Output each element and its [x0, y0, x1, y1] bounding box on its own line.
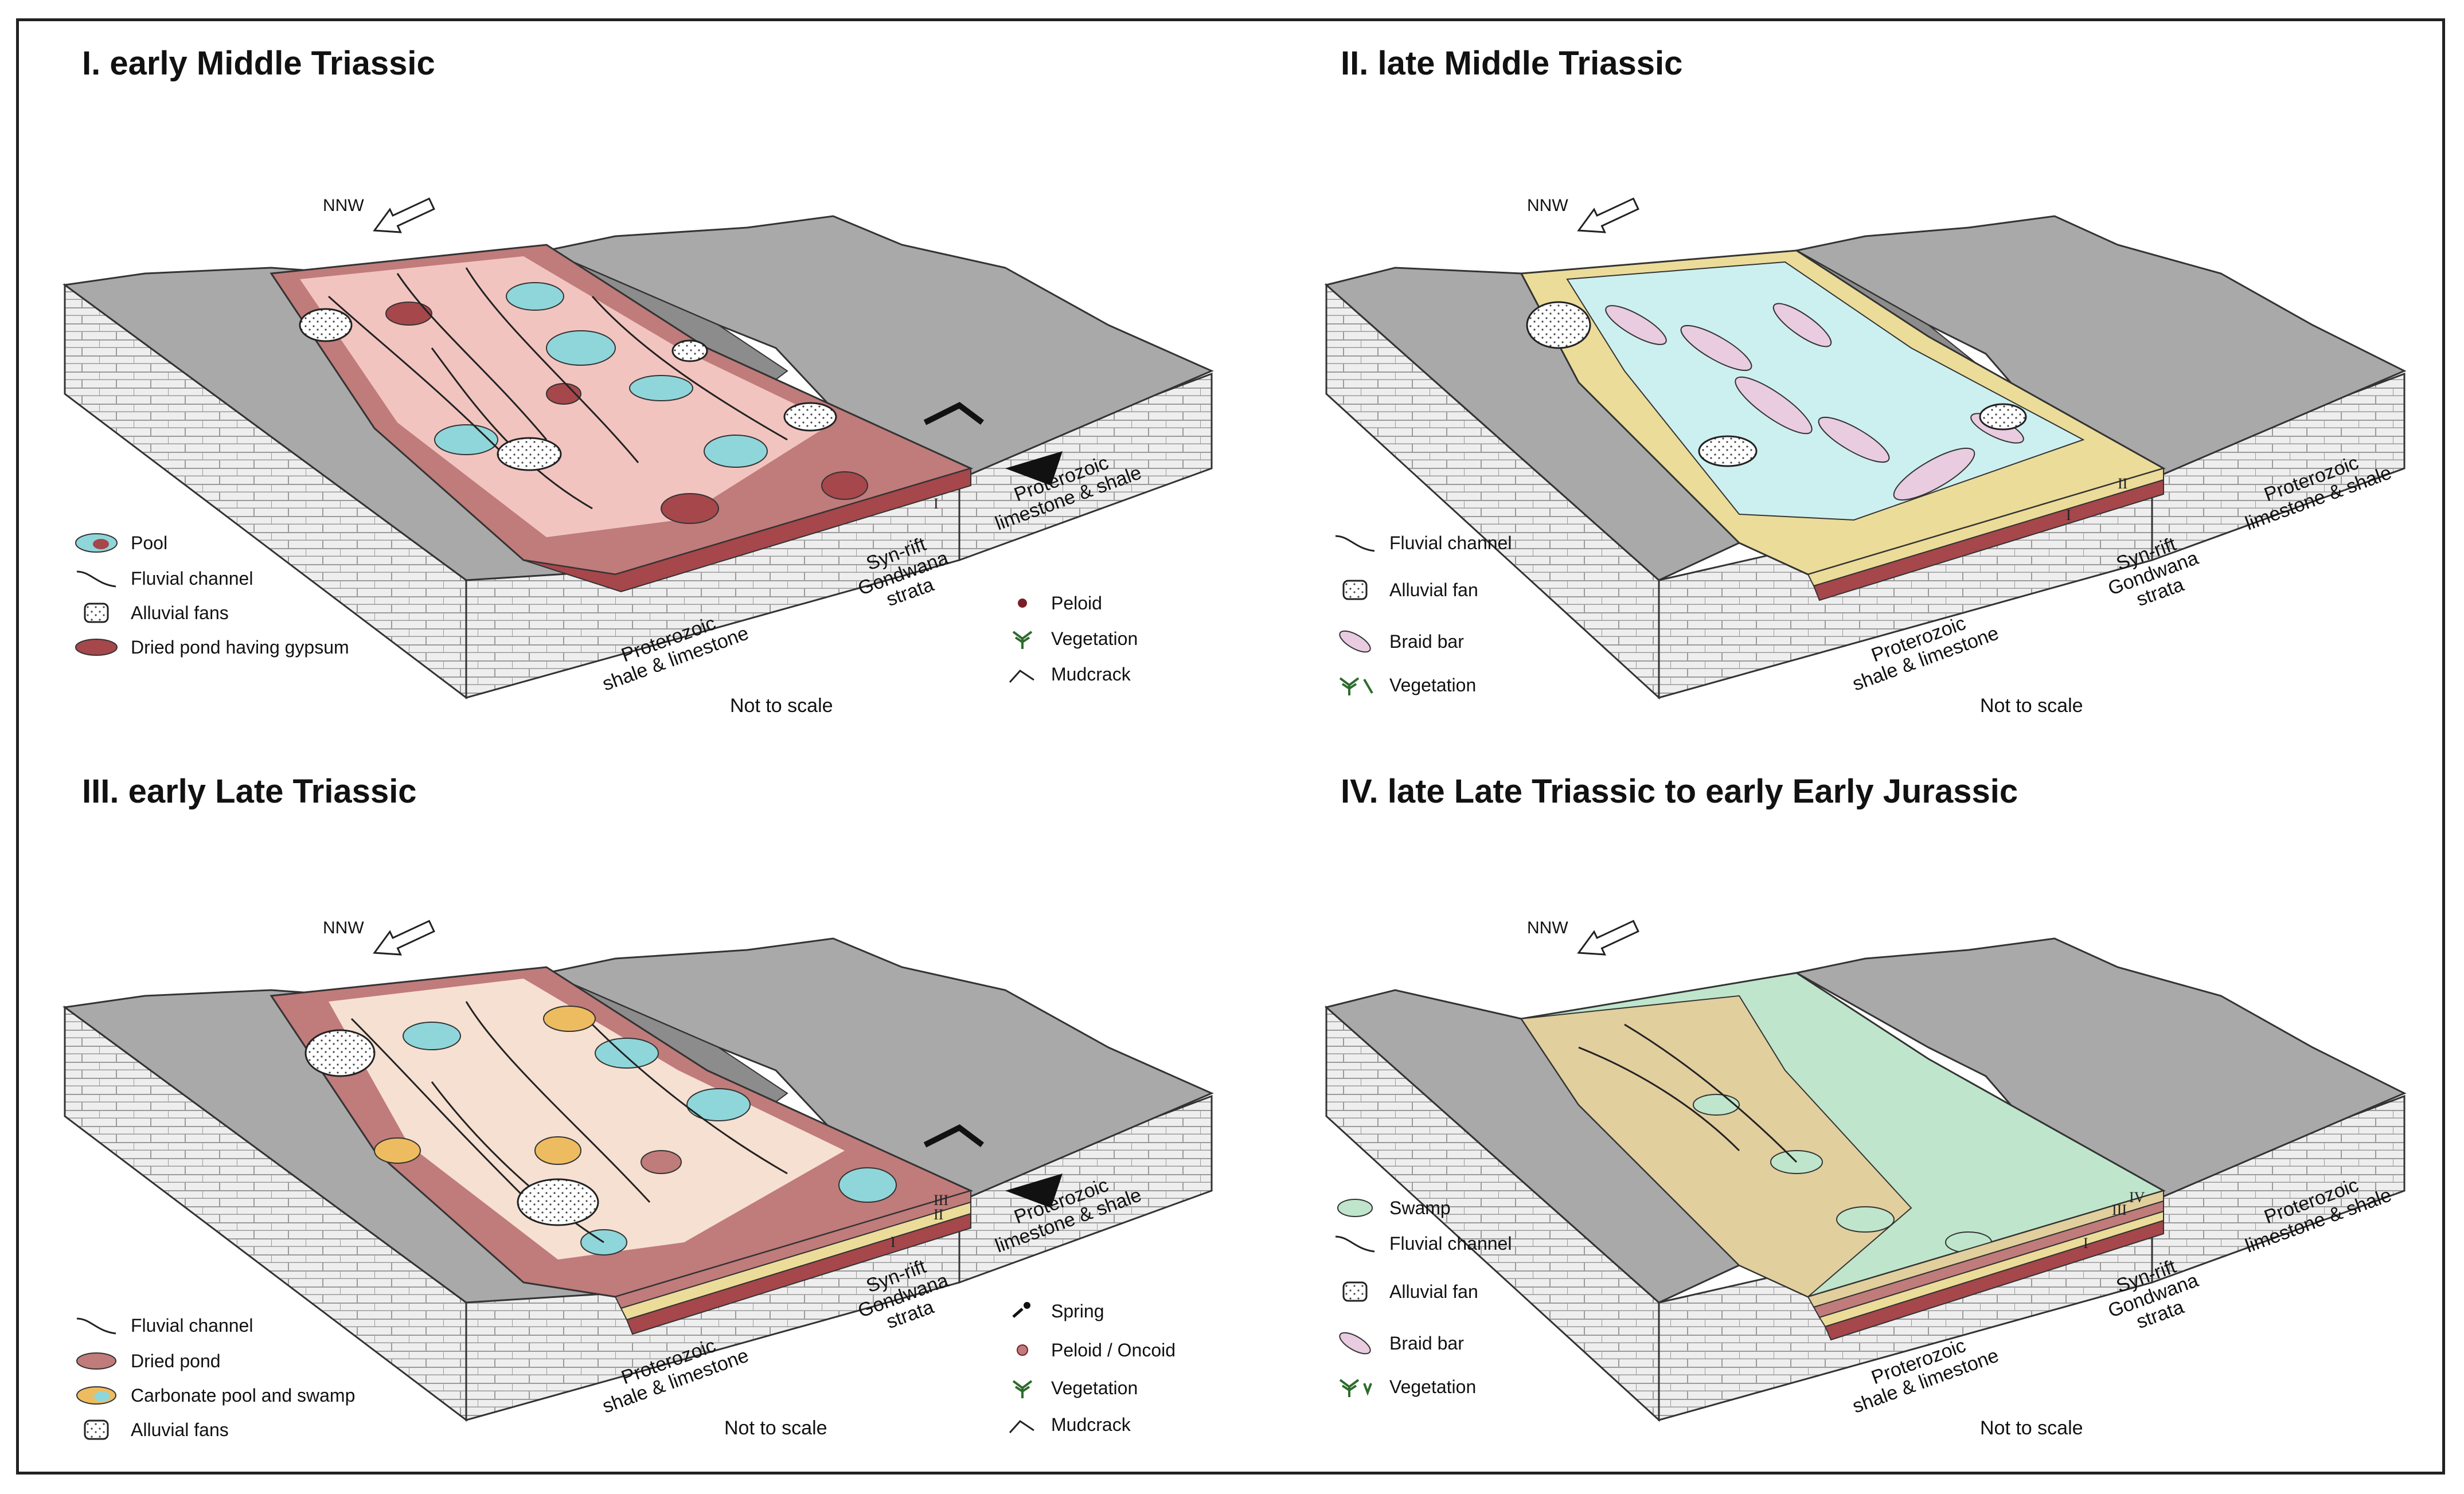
legend-item: Alluvial fans — [73, 1418, 229, 1441]
legend-item: Dried pond having gypsum — [73, 636, 349, 659]
panel-title: III. early Late Triassic — [82, 773, 417, 810]
panel-title: II. late Middle Triassic — [1341, 45, 1683, 82]
block-diagram: II I — [1324, 197, 2407, 700]
not-to-scale: Not to scale — [724, 1417, 827, 1439]
pool-icon — [75, 533, 118, 553]
vegetation-icon — [1339, 1379, 1372, 1397]
stratum-mark-ii: II — [2118, 475, 2127, 492]
stratum-mark-i: I — [891, 1234, 896, 1250]
stratum-mark-iv: IV — [2129, 1189, 2145, 1206]
panel-title: I. early Middle Triassic — [82, 45, 435, 82]
dried-pond-icon — [76, 1352, 116, 1370]
alluvial-fan-icon — [84, 603, 109, 623]
not-to-scale: Not to scale — [1980, 1417, 2083, 1439]
stratum-mark-iii: III — [2112, 1202, 2127, 1218]
mudcrack-icon — [1009, 670, 1034, 683]
peloid-icon — [1018, 599, 1027, 608]
fluvial-channel-icon — [76, 570, 116, 588]
carbonate-pool-icon — [76, 1386, 116, 1405]
vegetation-icon — [1012, 1380, 1033, 1398]
legend-item: Fluvial channel — [1332, 531, 1512, 554]
north-label: NNW — [1527, 196, 1568, 215]
stratum-mark-ii: II — [934, 1206, 943, 1223]
legend-item: Braid bar — [1332, 630, 1464, 653]
legend-item: Mudcrack — [1005, 663, 1131, 686]
legend-item: Fluvial channel — [73, 567, 253, 590]
mudcrack-icon — [1009, 1420, 1034, 1434]
spring-icon — [1012, 1302, 1030, 1318]
stratum-mark-iii: III — [934, 1192, 948, 1209]
braid-bar-icon — [1339, 630, 1371, 653]
vegetation-icon — [1339, 677, 1373, 695]
north-arrow — [373, 197, 435, 233]
vegetation-icon — [1012, 631, 1033, 649]
legend-item: Fluvial channel — [73, 1314, 253, 1337]
alluvial-fan-icon — [1342, 580, 1368, 600]
block-diagram: IV III I — [1324, 920, 2407, 1422]
stratum-mark-i: I — [2083, 1235, 2088, 1251]
panel-title: IV. late Late Triassic to early Early Ju… — [1341, 773, 2018, 810]
legend-item: Mudcrack — [1005, 1413, 1131, 1436]
right-upland — [1794, 215, 2407, 475]
stratum-mark-i: I — [2066, 507, 2071, 523]
legend-item: Spring — [1005, 1300, 1104, 1323]
panel-early-late-triassic: III. early Late Triassic — [30, 749, 1246, 1477]
block-diagram: I — [63, 197, 1214, 700]
north-label: NNW — [1527, 918, 1568, 937]
dried-pond-icon — [75, 639, 118, 656]
figure-frame: I. early Middle Triassic — [16, 18, 2445, 1475]
tan-plain — [1520, 995, 1912, 1298]
legend-item: Vegetation — [1005, 1376, 1138, 1399]
panel-late-late-triassic-early-jurassic: IV. late Late Triassic to early Early Ju… — [1223, 749, 2439, 1477]
panel-late-middle-triassic: II. late Middle Triassic — [1223, 27, 2439, 755]
alluvial-fan-icon — [84, 1419, 109, 1440]
legend-item: Peloid / Oncoid — [1005, 1339, 1176, 1362]
legend-item: Pool — [73, 531, 167, 554]
not-to-scale: Not to scale — [730, 695, 833, 717]
fluvial-channel-icon — [1335, 535, 1375, 552]
swamp-icon — [1337, 1199, 1373, 1217]
peloid-oncoid-icon — [1017, 1344, 1028, 1356]
legend-item: Peloid — [1005, 592, 1102, 615]
alluvial-fan-icon — [1342, 1281, 1368, 1302]
block-diagram: III II I — [63, 920, 1214, 1422]
stratum-mark-i: I — [934, 495, 939, 512]
legend-item: Swamp — [1332, 1196, 1451, 1219]
braid-bar-icon — [1339, 1332, 1371, 1355]
right-upland — [544, 215, 1214, 475]
fluvial-channel-icon — [1335, 1235, 1375, 1253]
legend-item: Alluvial fans — [73, 601, 229, 624]
fluvial-channel-icon — [76, 1317, 116, 1335]
legend-item: Fluvial channel — [1332, 1232, 1512, 1255]
north-label: NNW — [323, 196, 364, 215]
legend-item: Vegetation — [1332, 1375, 1476, 1398]
legend-item: Vegetation — [1005, 627, 1138, 650]
legend-item: Dried pond — [73, 1350, 221, 1372]
panel-early-middle-triassic: I. early Middle Triassic — [30, 27, 1246, 755]
north-label: NNW — [323, 918, 364, 937]
legend-item: Braid bar — [1332, 1332, 1464, 1355]
not-to-scale: Not to scale — [1980, 695, 2083, 717]
legend-item: Alluvial fan — [1332, 1280, 1478, 1303]
legend-item: Vegetation — [1332, 674, 1476, 697]
basin-floor — [329, 979, 845, 1260]
legend-item: Carbonate pool and swamp — [73, 1384, 355, 1407]
legend-item: Alluvial fan — [1332, 578, 1478, 601]
